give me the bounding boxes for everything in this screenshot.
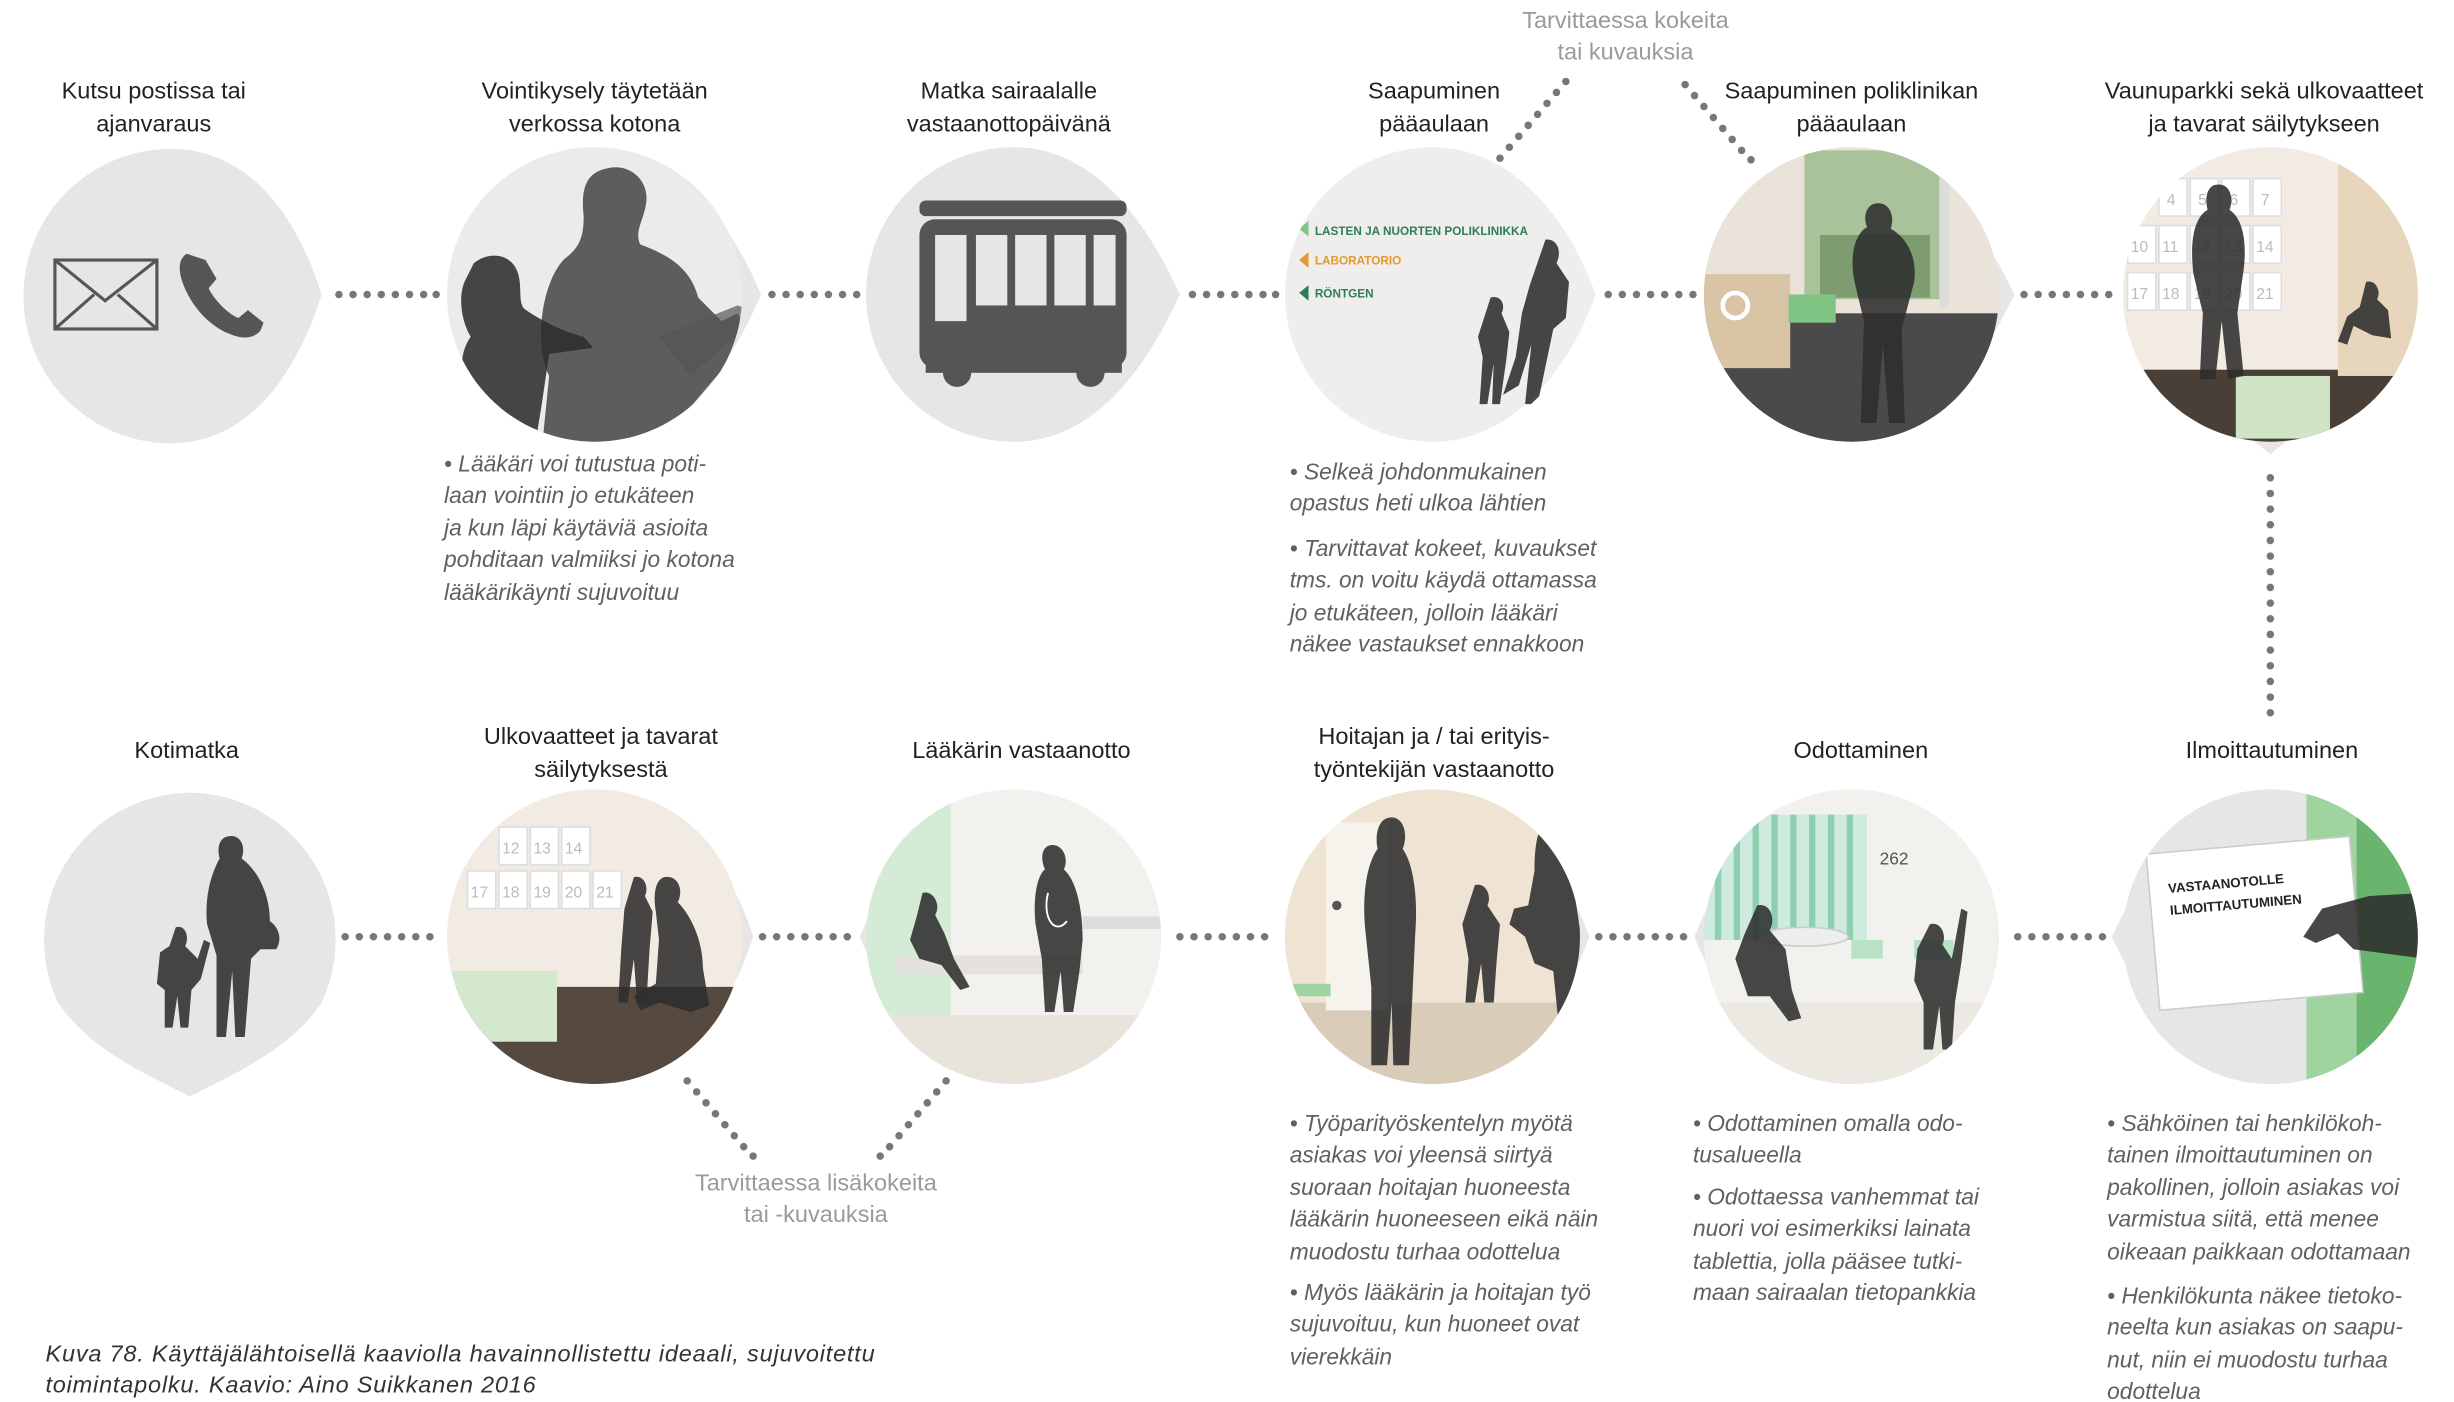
connector-bottom-1 bbox=[341, 933, 434, 941]
locker-number: 13 bbox=[533, 841, 551, 858]
step-bubble-hoitajan-vastaanotto bbox=[1285, 789, 1590, 1085]
sign-laboratorio: LABORATORIO bbox=[1315, 255, 1401, 268]
step-bubble-kotimatka bbox=[44, 792, 336, 1097]
parent-child-icon bbox=[206, 836, 280, 1038]
branch-top-dots bbox=[1496, 77, 1755, 164]
branch-bottom-dots bbox=[683, 1077, 950, 1160]
locker-number: 11 bbox=[2162, 239, 2178, 256]
envelope-icon bbox=[53, 258, 159, 331]
note-vointikysely: • Lääkäri voi tutustua poti- laan vointi… bbox=[441, 451, 741, 605]
locker-number: 12 bbox=[502, 841, 519, 858]
title-laakarin-vastaanotto: Lääkärin vastaanotto bbox=[912, 737, 1130, 763]
locker-number: 21 bbox=[596, 885, 613, 902]
locker-number: 19 bbox=[533, 885, 550, 902]
connector-top-2 bbox=[768, 290, 861, 299]
note-ilmoittautuminen-1: • Sähköinen tai henkilökoh- tainen ilmoi… bbox=[2106, 1110, 2410, 1264]
step-bubble-laakarin-vastaanotto bbox=[859, 789, 1162, 1085]
note-hoitaja-2: • Myös lääkärin ja hoitajan työ sujuvoit… bbox=[1290, 1279, 1597, 1369]
wayfinding-signs: LASTEN JA NUORTEN POLIKLINIKKA LABORATOR… bbox=[1299, 220, 1529, 301]
locker-number: 7 bbox=[2261, 192, 2270, 209]
note-odottaminen-1: • Odottaminen omalla odo- tusalueella bbox=[1693, 1110, 1969, 1167]
locker-number: 14 bbox=[565, 841, 583, 858]
connector-bottom-3 bbox=[1176, 933, 1269, 941]
title-kotimatka: Kotimatka bbox=[134, 737, 240, 763]
locker-number: 10 bbox=[2131, 239, 2149, 256]
step-bubble-kutsu bbox=[23, 148, 322, 444]
connector-top-3 bbox=[1188, 290, 1280, 299]
note-saapuminen-1: • Selkeä johdonmukainen opastus heti ulk… bbox=[1290, 458, 1553, 515]
phone-icon bbox=[179, 253, 264, 338]
sign-rontgen: RÖNTGEN bbox=[1315, 288, 1374, 301]
locker-number: 5 bbox=[2198, 192, 2207, 209]
locker-number: 6 bbox=[2230, 192, 2239, 209]
connector-top-1 bbox=[335, 290, 440, 299]
locker-number: 18 bbox=[2162, 286, 2180, 303]
locker-number: 4 bbox=[2167, 192, 2176, 209]
step-bubble-odottaminen: 262 bbox=[1694, 789, 1999, 1085]
connector-bottom-2 bbox=[758, 933, 852, 941]
connector-bottom-5 bbox=[2013, 933, 2107, 941]
note-hoitaja-1: • Työparityöskentelyn myötä asiakas voi … bbox=[1290, 1110, 1605, 1264]
step-bubble-vaunuparkki: 4 5 6 7 10 11 12 13 14 17 18 19 20 21 bbox=[2122, 147, 2418, 455]
title-ilmoittautuminen: Ilmoittautuminen bbox=[2186, 737, 2359, 763]
room-number: 262 bbox=[1880, 849, 1909, 869]
title-odottaminen: Odottaminen bbox=[1793, 737, 1928, 763]
locker-number: 20 bbox=[565, 885, 583, 902]
locker-wall: 4 5 6 7 10 11 12 13 14 17 18 19 20 21 bbox=[2122, 147, 2418, 442]
locker-number: 21 bbox=[2256, 286, 2273, 303]
title-hoitajan-vastaanotto: Hoitajan ja / tai erityis-työntekijän va… bbox=[1314, 723, 1555, 782]
locker-number: 14 bbox=[2256, 239, 2274, 256]
locker-number: 17 bbox=[2131, 286, 2148, 303]
connector-dots bbox=[335, 77, 2275, 1160]
bus-icon bbox=[919, 200, 1127, 387]
note-saapuminen-2: • Tarvittavat kokeet, kuvaukset tms. on … bbox=[1287, 535, 1603, 657]
sign-lasten-nuorten: LASTEN JA NUORTEN POLIKLINIKKA bbox=[1315, 225, 1529, 238]
figure-caption: Kuva 78. Käyttäjälähtoisellä kaaviolla h… bbox=[46, 1340, 883, 1397]
note-odottaminen-2: • Odottaessa vanhemmat tai nuori voi esi… bbox=[1693, 1184, 1985, 1306]
step-bubble-saapuminen-poliklinikka bbox=[1703, 147, 2015, 442]
connector-top-4 bbox=[1604, 290, 1697, 299]
locker-number: 18 bbox=[502, 885, 520, 902]
connector-top-5 bbox=[2020, 290, 2113, 299]
note-ilmoittautuminen-2: • Henkilökunta näkee tietoko- neelta kun… bbox=[2107, 1282, 2409, 1402]
step-bubble-matka bbox=[866, 147, 1180, 442]
step-bubble-ilmoittautuminen: VASTAANOTOLLE ILMOITTAUTUMINEN bbox=[2111, 789, 2418, 1085]
locker-number: 17 bbox=[471, 885, 488, 902]
connector-vertical bbox=[2266, 474, 2275, 717]
step-bubble-vointikysely bbox=[447, 147, 761, 442]
connector-bottom-4 bbox=[1595, 933, 1688, 941]
step-bubble-ulkovaatteet: 12 13 14 17 18 19 20 21 bbox=[447, 789, 754, 1085]
step-bubble-saapuminen-paaaula: LASTEN JA NUORTEN POLIKLINIKKA LABORATOR… bbox=[1285, 147, 1596, 442]
